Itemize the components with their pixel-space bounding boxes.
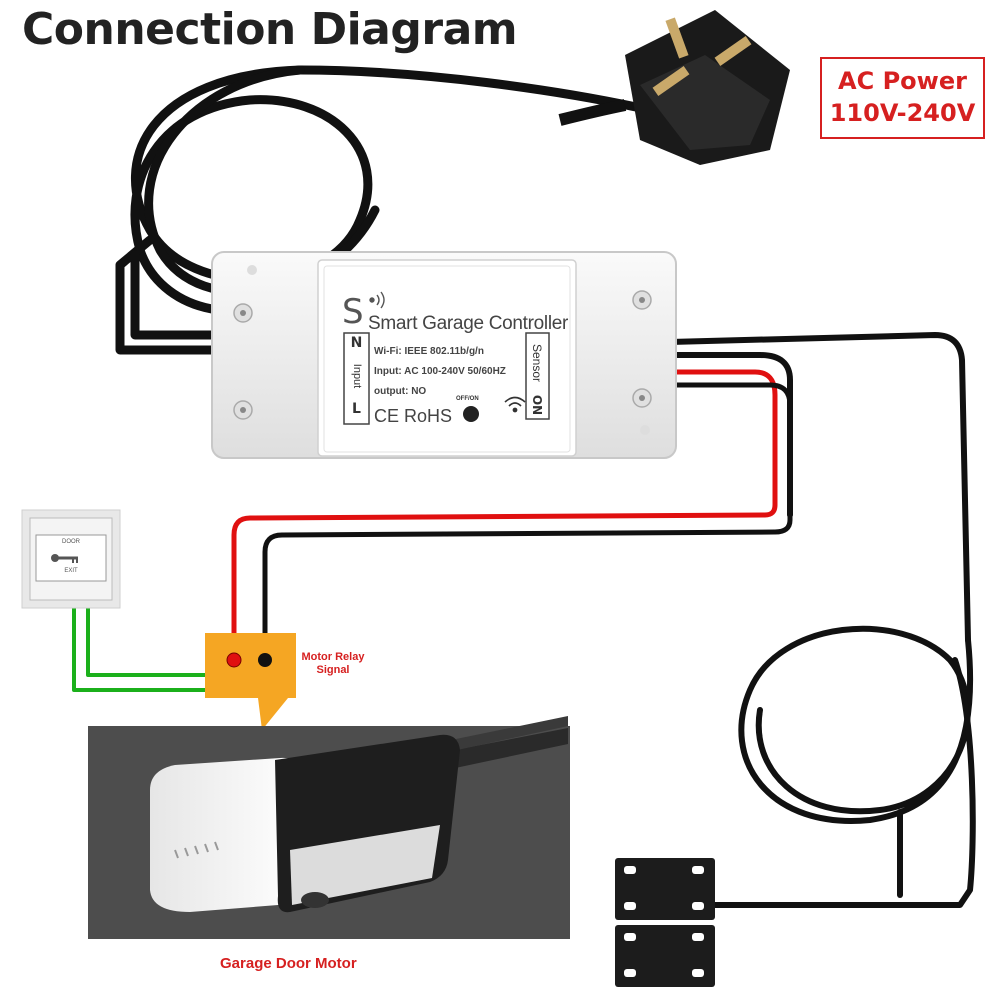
ac-power-line2: 110V-240V <box>829 99 976 127</box>
signal-wires <box>231 369 793 663</box>
terminal-no: NO <box>531 394 545 416</box>
controller-power-button <box>463 406 479 422</box>
exit-button-top-text: DOOR <box>62 539 80 545</box>
exit-button-bottom-text: EXIT <box>64 568 78 574</box>
motor-relay <box>205 633 296 730</box>
spec-input: Input: AC 100-240V 50/60HZ <box>374 366 506 377</box>
relay-label-line2: Signal <box>316 664 350 676</box>
ac-power-label: AC Power 110V-240V <box>820 57 985 139</box>
key-icon <box>51 554 78 563</box>
ac-power-line1: AC Power <box>838 67 967 95</box>
button-label: OFF/ON <box>456 396 479 402</box>
controller-logo-letter: S <box>342 292 364 332</box>
signal-icon <box>369 291 385 309</box>
terminal-n: N <box>350 335 363 351</box>
diagram-title: Connection Diagram <box>22 4 518 55</box>
ac-plug <box>558 10 790 165</box>
wifi-icon <box>504 396 526 413</box>
motor-label: Garage Door Motor <box>220 955 357 972</box>
smart-controller <box>211 251 677 459</box>
spec-output: output: NO <box>374 386 427 397</box>
door-sensor-bottom <box>615 925 715 987</box>
garage-motor <box>88 716 570 939</box>
controller-name: Smart Garage Controller <box>368 313 569 334</box>
relay-label-line1: Motor Relay <box>301 651 365 663</box>
relay-label: Motor Relay Signal <box>300 651 366 677</box>
door-sensor-top <box>615 858 715 920</box>
terminal-l: L <box>352 401 361 417</box>
sensor-cable <box>667 332 976 908</box>
terminal-sensor: Sensor <box>530 343 544 383</box>
spec-wifi: Wi-Fi: IEEE 802.11b/g/n <box>374 346 484 357</box>
cert-label: CE RoHS <box>374 406 453 426</box>
exit-button <box>21 509 121 609</box>
terminal-input: Input <box>351 363 363 389</box>
power-cable <box>115 65 655 355</box>
